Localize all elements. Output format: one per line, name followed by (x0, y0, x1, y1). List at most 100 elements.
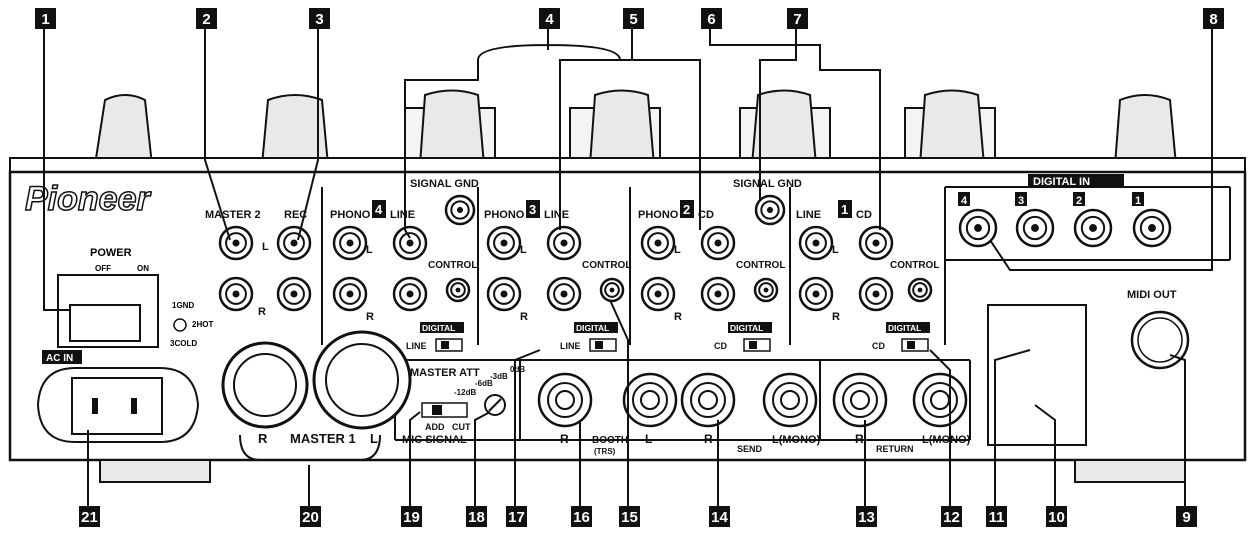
return-l-label: L(MONO) (922, 434, 971, 446)
booth-r-label: R (560, 432, 569, 446)
signal-gnd-right-label: SIGNAL GND (733, 178, 802, 190)
ch1-b-label: CD (856, 209, 872, 221)
callout-number-3: 3 (315, 11, 323, 28)
ch2-number: 2 (683, 202, 690, 217)
callout-box-12 (941, 506, 962, 527)
mic-signal-label: MIC SIGNAL (402, 434, 467, 446)
digital-in-4-tag (958, 192, 970, 206)
ch3-a-label: PHONO (484, 209, 525, 221)
ch1-number: 1 (841, 202, 848, 217)
ch1-a-label: LINE (796, 209, 821, 221)
add-label: ADD (425, 422, 445, 432)
callout-number-11: 11 (989, 509, 1005, 526)
master2-l-jack-pin (232, 239, 240, 247)
return-r-jack-hole (850, 390, 870, 410)
rca-jacks (218, 194, 1172, 428)
xlr-master1-l-inner (325, 343, 399, 417)
pin-gnd-label: 1GND (172, 301, 194, 310)
ch4-b-l-jack-pin (406, 239, 414, 247)
ch1-l-label: L (832, 244, 839, 256)
knob-7 (1113, 94, 1178, 166)
callout-box-3 (309, 8, 330, 29)
ch3-l-label: L (520, 244, 527, 256)
ch2-digital-slider (749, 341, 757, 349)
digital-in-2-number: 2 (1076, 195, 1082, 207)
digital-in-tag (1028, 174, 1124, 188)
callout-number-7: 7 (793, 11, 801, 28)
callout-number-20: 20 (302, 509, 319, 526)
knob-6-top (918, 89, 986, 166)
ch2-number-tag (680, 200, 694, 218)
section-dividers (321, 186, 1231, 441)
ac-pin-left (92, 398, 98, 414)
master1-l-label: L (370, 431, 378, 446)
callout-box-7 (787, 8, 808, 29)
cut-label: CUT (452, 422, 471, 432)
callout-box-19 (401, 506, 422, 527)
ch2-switch-label: CD (714, 341, 727, 351)
callout-line-3 (297, 28, 319, 241)
ch3-control-label: CONTROL (582, 260, 631, 271)
callout-line-1 (43, 28, 70, 311)
callout-number-12: 12 (943, 509, 960, 526)
callout-box-15 (619, 506, 640, 527)
ch3-b-r-jack-pin (560, 290, 568, 298)
att-0-label: 0dB (510, 365, 525, 374)
ch1-control-jack-pin (917, 287, 923, 293)
send-r-label: R (704, 432, 713, 446)
callout-number-14: 14 (711, 509, 728, 526)
callout-line-5 (559, 28, 701, 230)
ch2-l-label: L (674, 244, 681, 256)
send-r-jack-hole (698, 390, 718, 410)
callout-number-9: 9 (1182, 509, 1190, 526)
ch1-r-label: R (832, 311, 840, 323)
ch4-digital-tag (420, 322, 464, 333)
ac-pin-right (131, 398, 137, 414)
master2-r-label: R (258, 306, 266, 318)
mic-signal-slider (432, 405, 442, 415)
callout-number-2: 2 (202, 11, 210, 28)
callout-box-9 (1176, 506, 1197, 527)
ch2-b-r-jack-pin (714, 290, 722, 298)
ch4-switch-label: LINE (406, 341, 427, 351)
digital-in-4-jack-pin (974, 224, 982, 232)
ch3-number-tag (526, 200, 540, 218)
rec-r-jack-pin (290, 290, 298, 298)
att-6-label: -6dB (475, 379, 493, 388)
ac-in-label: AC IN (46, 353, 73, 364)
callout-line-2 (204, 28, 231, 241)
ch4-b-r-jack-pin (406, 290, 414, 298)
booth-r-jack-hole (555, 390, 575, 410)
knob-2 (260, 94, 330, 166)
booth-l-jack-hole (640, 390, 660, 410)
return-r-label: R (855, 432, 864, 446)
chassis-lip (9, 157, 1246, 173)
ch3-control-jack-pin (609, 287, 615, 293)
callout-number-10: 10 (1048, 509, 1065, 526)
send-label: SEND (737, 444, 763, 454)
ch4-digital-slider (441, 341, 449, 349)
ch2-b-label: CD (698, 209, 714, 221)
master1-r-label: R (258, 431, 268, 446)
master1-label: MASTER 1 (290, 431, 356, 446)
ch1-digital-label: DIGITAL (888, 323, 921, 333)
callout-box-11 (986, 506, 1007, 527)
rec-l-jack-pin (290, 239, 298, 247)
brand-logo: Pioneer (25, 180, 151, 218)
ch4-a-l-jack-pin (346, 239, 354, 247)
ch2-a-r-jack-pin (654, 290, 662, 298)
master-att-pointer (488, 398, 502, 412)
callout-number-19: 19 (403, 509, 420, 526)
mic-signal-switch[interactable] (421, 402, 468, 418)
top-knobs (93, 89, 1178, 166)
power-switch[interactable] (69, 304, 141, 342)
knob-3-top (418, 89, 486, 166)
callout-number-5: 5 (629, 11, 637, 28)
att-3-label: -3dB (490, 372, 508, 381)
master-att-label: MASTER ATT (410, 367, 480, 379)
foot-left (99, 459, 211, 483)
callout-number-1: 1 (41, 11, 49, 28)
callout-number-13: 13 (858, 509, 875, 526)
callout-number-6: 6 (707, 11, 715, 28)
